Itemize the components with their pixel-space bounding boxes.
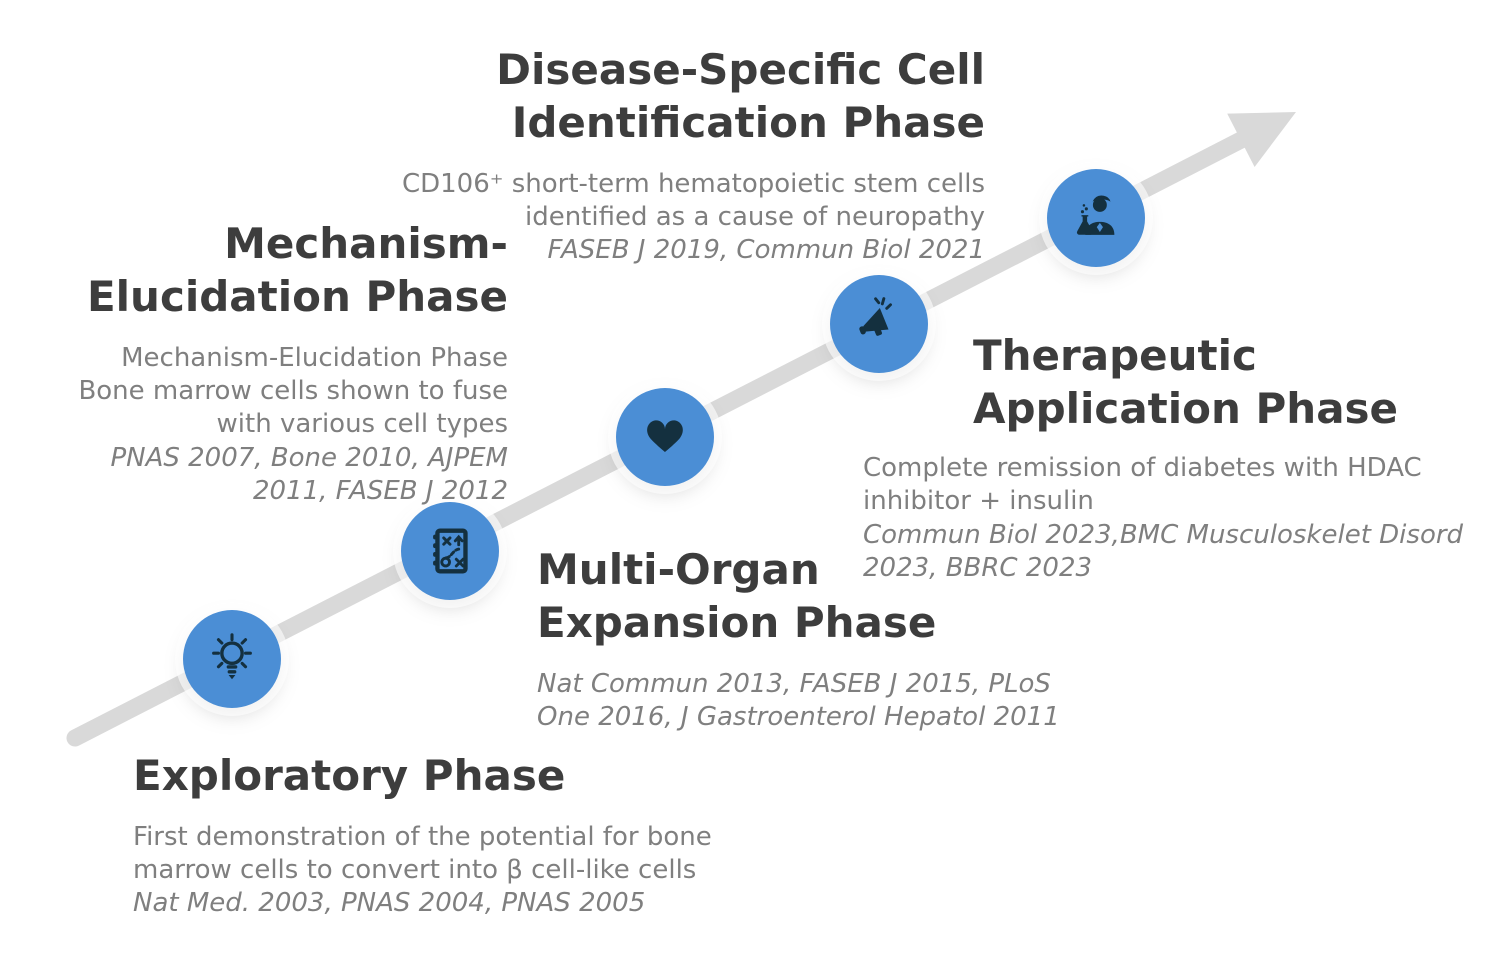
phase-citations: Nat Med. 2003, PNAS 2004, PNAS 2005 xyxy=(133,888,646,919)
phase-citations: FASEB J 2019, Commun Biol 2021 xyxy=(547,235,985,266)
phase-description: Complete remission of diabetes with HDAC… xyxy=(863,453,1422,517)
phase-title: Exploratory Phase xyxy=(133,751,566,800)
phase-citations: Commun Biol 2023,BMC Musculoskelet Disor… xyxy=(863,519,1464,583)
megaphone-icon xyxy=(859,297,892,336)
phase-title: Therapeutic Application Phase xyxy=(973,331,1399,433)
scientist-flask-icon xyxy=(1076,195,1115,235)
timeline-node-therapeutic xyxy=(1047,169,1145,267)
phase-title: Disease-Specific Cell Identification Pha… xyxy=(496,45,985,147)
phase-mechanism-elucidation: Mechanism- Elucidation Phase Mechanism-E… xyxy=(28,218,508,508)
phase-disease-specific-identification: Disease-Specific Cell Identification Pha… xyxy=(345,44,985,268)
strategy-notebook-icon xyxy=(433,528,468,574)
timeline-arrowhead xyxy=(1227,112,1296,167)
phase-description: First demonstration of the potential for… xyxy=(133,821,712,886)
phase-citations: Nat Commun 2013, FASEB J 2015, PLoS One … xyxy=(537,668,1060,733)
lightbulb-icon xyxy=(212,633,252,680)
phase-therapeutic-application-body: Complete remission of diabetes with HDAC… xyxy=(863,452,1473,585)
phase-citations: PNAS 2007, Bone 2010, AJPEM 2011, FASEB … xyxy=(110,442,508,506)
phase-description: CD106⁺ short-term hematopoietic stem cel… xyxy=(401,168,985,233)
timeline-node-multi-organ xyxy=(616,388,714,486)
phase-description: Mechanism-Elucidation Phase Bone marrow … xyxy=(78,342,508,440)
heart-icon xyxy=(647,420,683,452)
phase-exploratory: Exploratory Phase First demonstration of… xyxy=(133,750,773,921)
timeline-node-mechanism xyxy=(401,502,499,600)
phase-multi-organ-expansion: Multi-Organ Expansion Phase Nat Commun 2… xyxy=(537,544,1097,734)
timeline-node-disease-specific xyxy=(830,275,928,373)
phase-title: Multi-Organ Expansion Phase xyxy=(537,545,937,647)
timeline-node-exploratory xyxy=(183,610,281,708)
phase-therapeutic-application-title: Therapeutic Application Phase xyxy=(973,330,1453,436)
phase-title: Mechanism- Elucidation Phase xyxy=(86,219,508,321)
